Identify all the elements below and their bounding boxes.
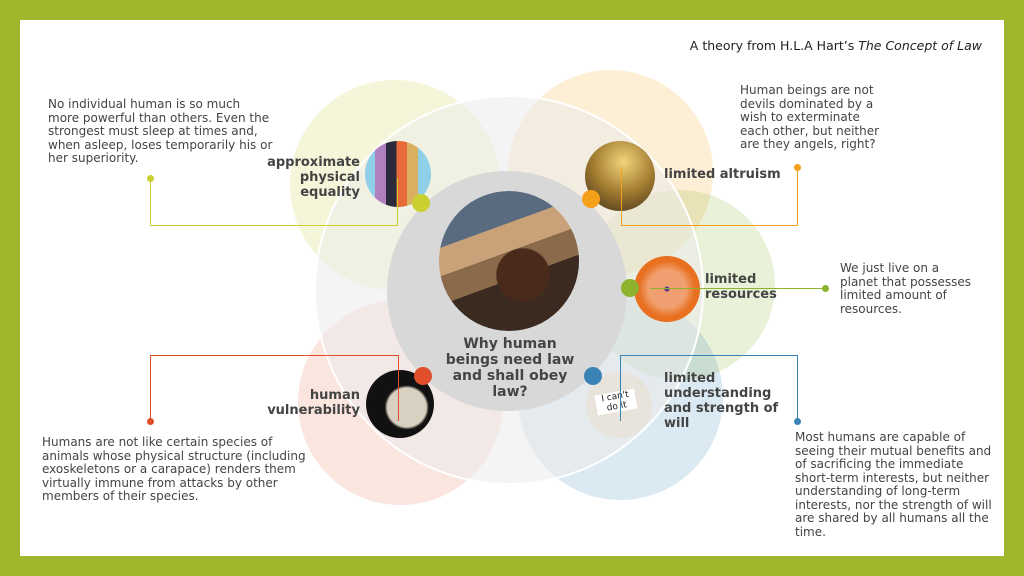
understanding-description: Most humans are capable of seeing their … <box>795 430 992 539</box>
vulnerability-end-dot <box>147 418 154 425</box>
altruism-description: Human beings are not devils dominated by… <box>740 83 880 151</box>
altruism-label: limited altruism <box>664 167 781 182</box>
resources-end-dot <box>822 285 829 292</box>
gavel-books-image <box>439 191 579 331</box>
resources-connector <box>650 288 825 289</box>
understanding-label: limited understanding and strength of wi… <box>664 371 779 431</box>
altruism-connector <box>621 167 798 226</box>
header-title: A theory from H.L.A Hart’s The Concept o… <box>690 38 982 53</box>
forks-plate-image <box>634 256 700 322</box>
header-prefix: A theory from H.L.A Hart’s <box>689 38 859 53</box>
vulnerability-dot <box>414 367 432 385</box>
understanding-end-dot <box>794 418 801 425</box>
vulnerability-label: human vulnerability <box>267 388 360 418</box>
resources-dot <box>621 279 639 297</box>
understanding-dot <box>584 367 602 385</box>
altruism-end-dot <box>794 164 801 171</box>
resources-label: limited resources <box>705 272 777 302</box>
altruism-dot <box>582 190 600 208</box>
equality-label: approximate physical equality <box>267 155 360 200</box>
equality-dot <box>412 194 430 212</box>
vulnerability-description: Humans are not like certain species of a… <box>42 435 306 503</box>
resources-description: We just live on a planet that possesses … <box>840 261 971 316</box>
understanding-connector <box>620 355 798 421</box>
equality-end-dot <box>147 175 154 182</box>
header-book-title: The Concept of Law <box>858 38 982 53</box>
equality-connector <box>150 178 398 226</box>
center-question: Why human beings need law and shall obey… <box>445 336 575 400</box>
equality-description: No individual human is so much more powe… <box>48 97 273 165</box>
vulnerability-connector <box>150 355 399 421</box>
